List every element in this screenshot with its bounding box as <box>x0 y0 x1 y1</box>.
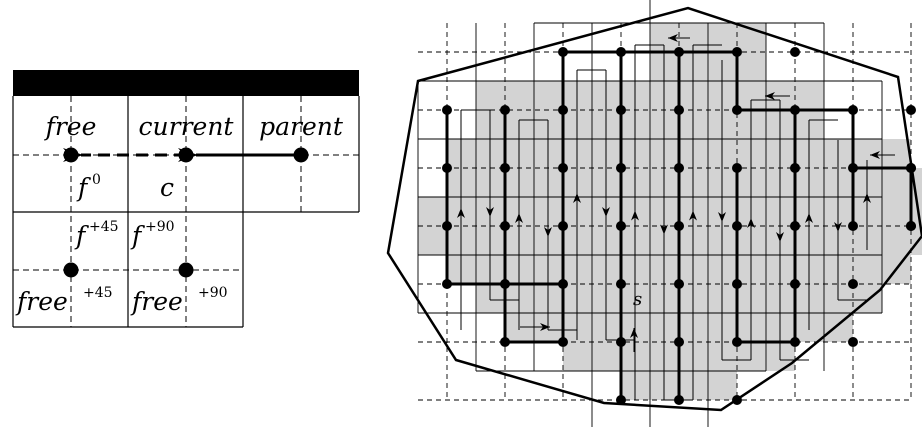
tree-node <box>500 105 510 115</box>
tree-node <box>558 163 568 173</box>
tree-node <box>674 279 684 289</box>
tree-node <box>848 163 858 173</box>
tree-node <box>732 105 742 115</box>
tree-node <box>442 105 452 115</box>
tree-node <box>674 105 684 115</box>
boundary-polygon <box>386 6 922 412</box>
tree-node <box>616 163 626 173</box>
tree-node <box>848 279 858 289</box>
header-bar <box>13 70 359 96</box>
tree-node <box>674 337 684 347</box>
parent-label: parent <box>259 112 344 141</box>
tree-node <box>442 163 452 173</box>
tree-node <box>674 221 684 231</box>
tree-node <box>674 163 684 173</box>
tree-node <box>558 105 568 115</box>
tree-node <box>500 221 510 231</box>
free-node <box>63 147 79 163</box>
shaded-region <box>418 197 922 226</box>
tree-node <box>848 221 858 231</box>
tree-node <box>616 337 626 347</box>
f45-sup: +45 <box>89 219 119 235</box>
f0-label: f <box>76 173 91 202</box>
tree-node <box>790 279 800 289</box>
c-label: c <box>160 173 174 202</box>
tree-node <box>616 395 626 405</box>
coverage-shading <box>418 23 922 400</box>
tree-node <box>906 105 916 115</box>
tree-node <box>732 337 742 347</box>
tree-node <box>442 279 452 289</box>
tree-node <box>848 337 858 347</box>
tree-node <box>732 221 742 231</box>
current-label: current <box>139 112 235 141</box>
coverage-diagram: s <box>386 0 922 427</box>
tree-node <box>732 47 742 57</box>
tree-node <box>558 47 568 57</box>
f90-label: f <box>130 221 145 250</box>
shaded-region <box>418 226 922 255</box>
start-label: s <box>633 289 642 310</box>
tree-node <box>790 47 800 57</box>
coarse-grid <box>417 0 883 427</box>
tree-node <box>558 337 568 347</box>
free45-label: free <box>15 287 68 316</box>
tree-node <box>500 279 510 289</box>
tree-node <box>616 279 626 289</box>
tree-node <box>732 163 742 173</box>
free-label: free <box>44 112 97 141</box>
tree-node <box>790 105 800 115</box>
parent-node <box>293 147 309 163</box>
f45-label: f <box>74 221 89 250</box>
tree-node <box>906 221 916 231</box>
tree-nodes <box>442 47 916 405</box>
tree-node <box>500 337 510 347</box>
tree-node <box>442 221 452 231</box>
tree-node <box>674 395 684 405</box>
free45-sup: +45 <box>83 285 113 301</box>
tree-node <box>790 337 800 347</box>
free90-node <box>178 262 194 278</box>
tree-node <box>558 221 568 231</box>
tree-node <box>848 105 858 115</box>
free90-label: free <box>130 287 183 316</box>
tree-node <box>616 105 626 115</box>
tree-node <box>674 47 684 57</box>
shaded-region <box>447 168 922 197</box>
tree-node <box>500 163 510 173</box>
tree-node <box>790 221 800 231</box>
tree-node <box>732 279 742 289</box>
tree-node <box>790 163 800 173</box>
f90-sup: +90 <box>145 219 175 235</box>
f0-sup: 0 <box>92 172 101 188</box>
free45-node <box>63 262 79 278</box>
current-node <box>178 147 194 163</box>
tree-node <box>558 279 568 289</box>
state-diagram: free current parent f 0 c f +45 f +90 fr… <box>12 70 360 328</box>
tree-node <box>616 221 626 231</box>
free90-sup: +90 <box>198 285 228 301</box>
coverage-path <box>457 34 895 401</box>
tree-node <box>616 47 626 57</box>
